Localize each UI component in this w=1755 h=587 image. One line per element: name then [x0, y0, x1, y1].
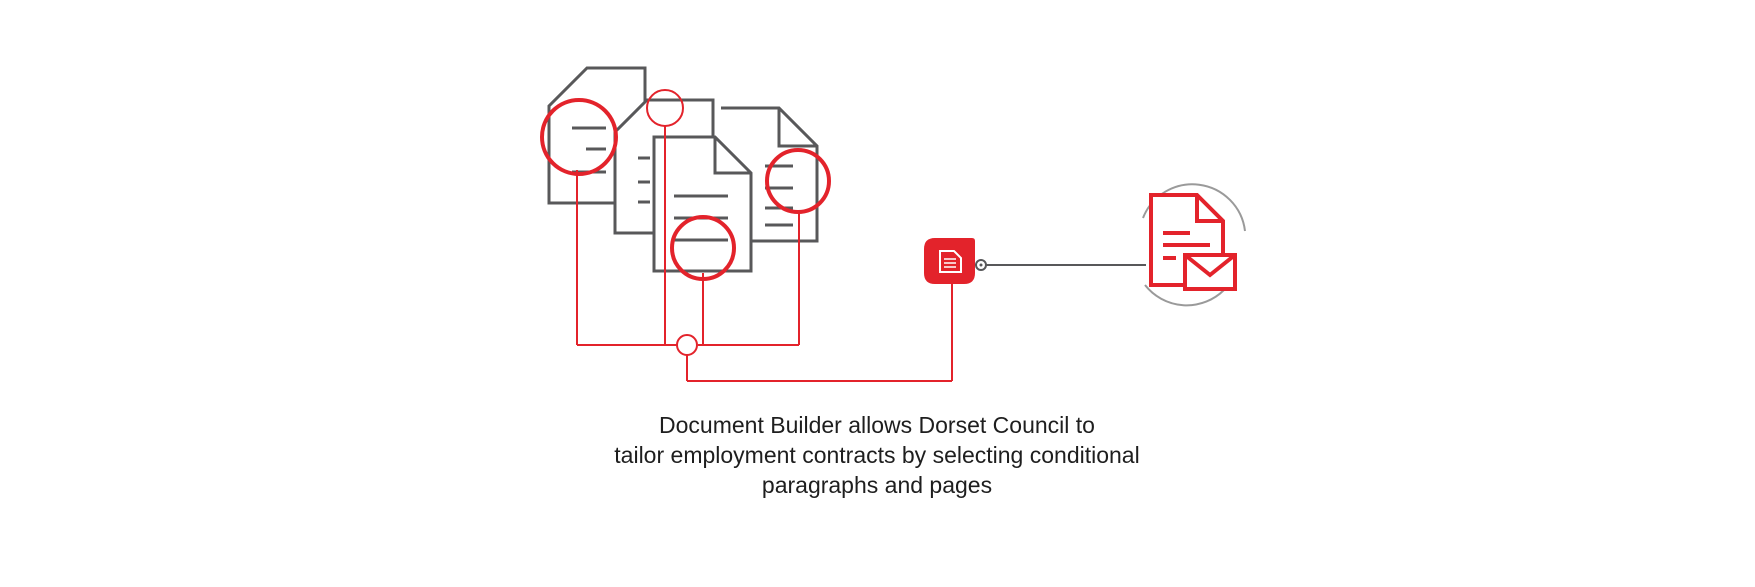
junction-node — [676, 334, 698, 356]
diagram-caption: Document Builder allows Dorset Council t… — [477, 410, 1277, 500]
selection-circle-1 — [540, 98, 618, 176]
output-document-envelope-icon — [1142, 183, 1246, 307]
caption-line-3: paragraphs and pages — [761, 472, 993, 498]
output-connector — [975, 259, 1146, 271]
selection-circle-4 — [670, 215, 736, 281]
document-builder-icon — [924, 238, 975, 284]
selection-circle-3 — [765, 148, 831, 214]
source-document-4-icon — [652, 135, 753, 273]
caption-line-2: tailor employment contracts by selecting… — [614, 442, 1140, 468]
selection-circle-2 — [646, 89, 684, 127]
caption-line-1: Document Builder allows Dorset Council t… — [659, 412, 1095, 438]
selection-connectors — [576, 126, 953, 382]
